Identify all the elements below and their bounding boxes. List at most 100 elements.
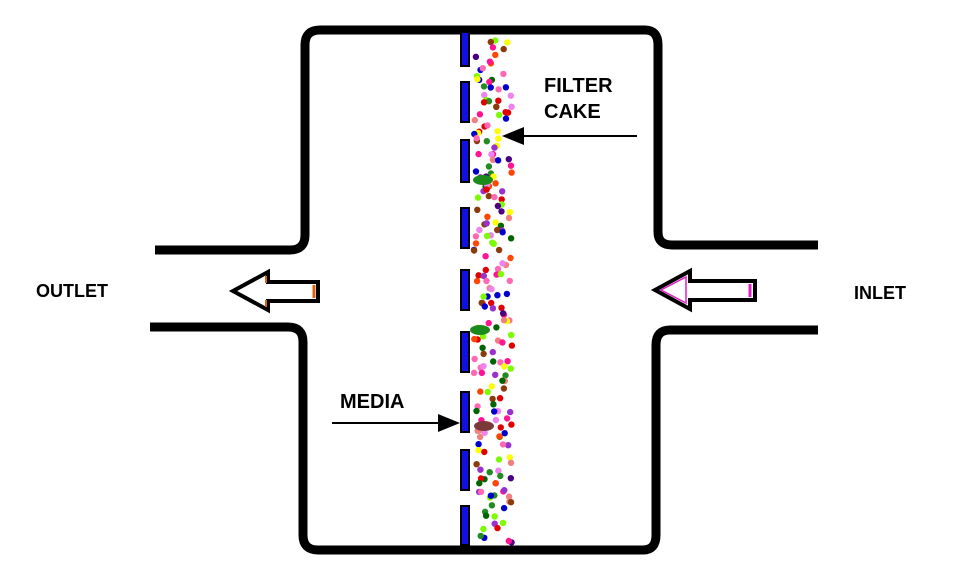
particle bbox=[499, 377, 506, 384]
particle bbox=[471, 355, 478, 363]
particle bbox=[501, 430, 508, 437]
particle bbox=[473, 277, 481, 285]
particle bbox=[503, 290, 511, 298]
particle bbox=[500, 504, 508, 512]
particle bbox=[496, 433, 503, 440]
particle bbox=[496, 395, 504, 402]
particle bbox=[492, 480, 499, 487]
particle-cluster bbox=[474, 421, 494, 431]
particle bbox=[497, 472, 504, 480]
particle bbox=[476, 111, 484, 118]
particle bbox=[475, 150, 482, 158]
particle bbox=[473, 461, 480, 468]
particle bbox=[507, 92, 514, 99]
particle bbox=[492, 51, 499, 59]
particle bbox=[484, 122, 491, 129]
particle bbox=[480, 83, 488, 90]
particle bbox=[504, 358, 511, 365]
particle bbox=[488, 383, 495, 390]
particle bbox=[507, 254, 514, 262]
media-segment bbox=[460, 31, 470, 67]
particle bbox=[498, 208, 505, 215]
housing-left bbox=[155, 25, 818, 255]
particle bbox=[472, 240, 480, 247]
particle bbox=[499, 441, 507, 448]
particle bbox=[477, 466, 484, 473]
filter-cake-label-line2: CAKE bbox=[544, 101, 601, 123]
particle bbox=[485, 163, 493, 170]
particle bbox=[480, 99, 488, 106]
particle bbox=[508, 342, 516, 349]
particle bbox=[506, 454, 514, 461]
particle bbox=[508, 421, 515, 428]
particle bbox=[495, 246, 503, 254]
particle bbox=[477, 388, 484, 395]
particle bbox=[482, 512, 490, 519]
particle bbox=[481, 448, 488, 456]
particle bbox=[488, 299, 495, 307]
particle bbox=[494, 128, 501, 135]
particle bbox=[491, 513, 498, 520]
particle bbox=[479, 344, 486, 351]
particle bbox=[476, 480, 483, 487]
particle bbox=[492, 416, 500, 424]
particle bbox=[507, 162, 515, 169]
particle bbox=[497, 424, 504, 431]
particle bbox=[476, 226, 483, 234]
particle bbox=[486, 469, 493, 476]
particle bbox=[480, 272, 487, 280]
particle bbox=[507, 235, 515, 242]
particle bbox=[499, 260, 506, 267]
particle bbox=[495, 135, 502, 142]
particle bbox=[499, 339, 506, 346]
particle bbox=[480, 350, 487, 358]
particle bbox=[494, 265, 502, 273]
particle bbox=[499, 229, 506, 236]
particle bbox=[471, 116, 478, 124]
particle bbox=[470, 369, 478, 376]
particle-cluster bbox=[473, 175, 493, 185]
particle bbox=[481, 303, 488, 310]
particle bbox=[495, 86, 502, 93]
particle bbox=[474, 206, 481, 213]
particle bbox=[490, 240, 497, 247]
particle bbox=[494, 202, 502, 210]
particle bbox=[502, 84, 510, 91]
particle bbox=[494, 157, 502, 164]
particle bbox=[486, 78, 493, 86]
particle bbox=[481, 429, 488, 436]
media-segment bbox=[460, 391, 470, 433]
particle bbox=[477, 532, 484, 540]
particle bbox=[488, 285, 495, 293]
particle bbox=[488, 151, 495, 158]
particle bbox=[492, 219, 499, 226]
particle bbox=[471, 335, 478, 343]
particle bbox=[489, 156, 497, 163]
particle bbox=[489, 305, 497, 312]
particle bbox=[493, 103, 500, 111]
particle bbox=[483, 232, 491, 240]
particle bbox=[507, 365, 514, 372]
particle bbox=[475, 447, 482, 454]
particle bbox=[497, 359, 504, 366]
particle bbox=[480, 525, 487, 533]
particle bbox=[508, 169, 515, 176]
particle bbox=[507, 499, 515, 506]
particle bbox=[482, 253, 489, 260]
particle bbox=[485, 98, 493, 105]
media-label: MEDIA bbox=[340, 391, 405, 413]
particle bbox=[479, 65, 486, 72]
particle bbox=[500, 317, 508, 324]
particle bbox=[478, 369, 486, 377]
particle bbox=[475, 272, 482, 279]
filter-cake-label-line1: FILTER bbox=[544, 75, 613, 97]
particle bbox=[484, 213, 491, 220]
particle bbox=[483, 138, 490, 145]
particle bbox=[506, 209, 514, 216]
particle bbox=[472, 233, 480, 240]
particle bbox=[487, 492, 495, 499]
particle bbox=[498, 304, 505, 311]
media-segment bbox=[460, 139, 470, 183]
particle bbox=[501, 487, 508, 494]
particle bbox=[489, 395, 496, 403]
